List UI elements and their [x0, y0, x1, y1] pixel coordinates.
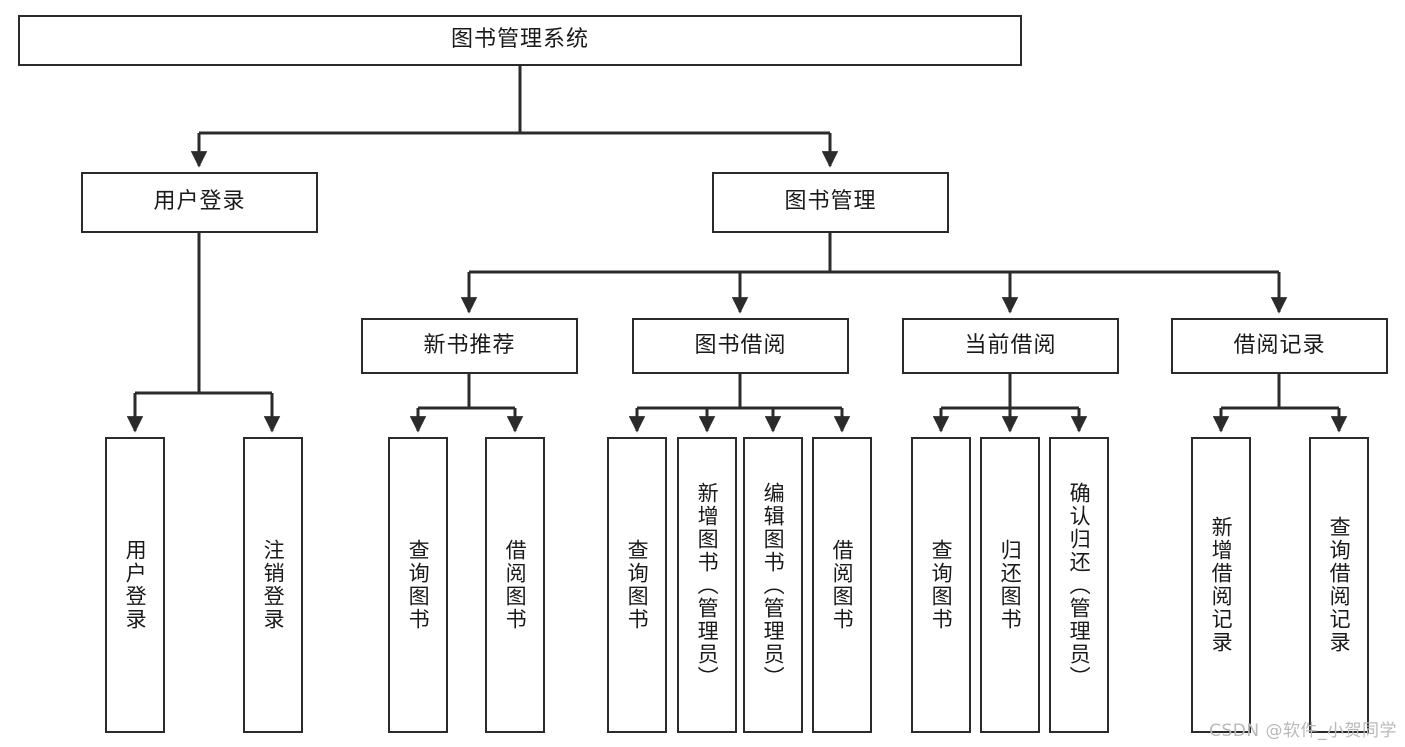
- node-leaf-query-borrow-record[interactable]: 查询借阅记录: [1309, 437, 1369, 733]
- node-leaf-add-borrow-record[interactable]: 新增借阅记录: [1191, 437, 1251, 733]
- node-root-label: 图书管理系统: [450, 27, 589, 53]
- node-borrow-record-label: 借阅记录: [1233, 332, 1326, 358]
- node-leaf-query-book-3-label: 查询图书: [929, 539, 954, 631]
- node-leaf-query-book-1-label: 查询图书: [406, 539, 431, 631]
- node-leaf-query-borrow-record-label: 查询借阅记录: [1327, 516, 1352, 654]
- node-leaf-borrow-book-1-label: 借阅图书: [503, 539, 528, 631]
- node-current-borrow-label: 当前借阅: [964, 332, 1057, 358]
- node-leaf-borrow-book-2[interactable]: 借阅图书: [812, 437, 872, 733]
- node-leaf-confirm-return-admin-label: 确认归还（管理员）: [1067, 481, 1092, 689]
- node-leaf-confirm-return-admin[interactable]: 确认归还（管理员）: [1049, 437, 1109, 733]
- node-root[interactable]: 图书管理系统: [18, 15, 1022, 66]
- node-leaf-add-borrow-record-label: 新增借阅记录: [1209, 516, 1234, 654]
- node-leaf-user-login[interactable]: 用户登录: [105, 437, 165, 733]
- node-leaf-query-book-2-label: 查询图书: [625, 539, 650, 631]
- node-leaf-query-book-2[interactable]: 查询图书: [607, 437, 667, 733]
- node-leaf-user-login-label: 用户登录: [123, 539, 148, 631]
- node-leaf-logout-login-label: 注销登录: [261, 539, 286, 631]
- node-leaf-query-book-3[interactable]: 查询图书: [911, 437, 971, 733]
- node-leaf-logout-login[interactable]: 注销登录: [243, 437, 303, 733]
- node-leaf-add-book-admin[interactable]: 新增图书（管理员）: [677, 437, 737, 733]
- node-book-borrow[interactable]: 图书借阅: [632, 318, 849, 374]
- node-leaf-return-book[interactable]: 归还图书: [980, 437, 1040, 733]
- node-borrow-record[interactable]: 借阅记录: [1171, 318, 1388, 374]
- node-book-management[interactable]: 图书管理: [712, 172, 949, 233]
- node-leaf-edit-book-admin-label: 编辑图书（管理员）: [761, 481, 786, 689]
- node-leaf-query-book-1[interactable]: 查询图书: [388, 437, 448, 733]
- node-leaf-borrow-book-1[interactable]: 借阅图书: [485, 437, 545, 733]
- node-current-borrow[interactable]: 当前借阅: [902, 318, 1119, 374]
- csdn-watermark: CSDN @软件_小贺同学: [1209, 721, 1397, 741]
- node-leaf-return-book-label: 归还图书: [998, 539, 1023, 631]
- node-leaf-borrow-book-2-label: 借阅图书: [830, 539, 855, 631]
- node-book-management-label: 图书管理: [784, 189, 877, 215]
- node-leaf-add-book-admin-label: 新增图书（管理员）: [695, 481, 720, 689]
- node-new-book-recommend-label: 新书推荐: [423, 332, 516, 358]
- node-leaf-edit-book-admin[interactable]: 编辑图书（管理员）: [743, 437, 803, 733]
- node-book-borrow-label: 图书借阅: [694, 332, 787, 358]
- node-user-login-label: 用户登录: [153, 189, 246, 215]
- node-user-login[interactable]: 用户登录: [81, 172, 318, 233]
- node-new-book-recommend[interactable]: 新书推荐: [361, 318, 578, 374]
